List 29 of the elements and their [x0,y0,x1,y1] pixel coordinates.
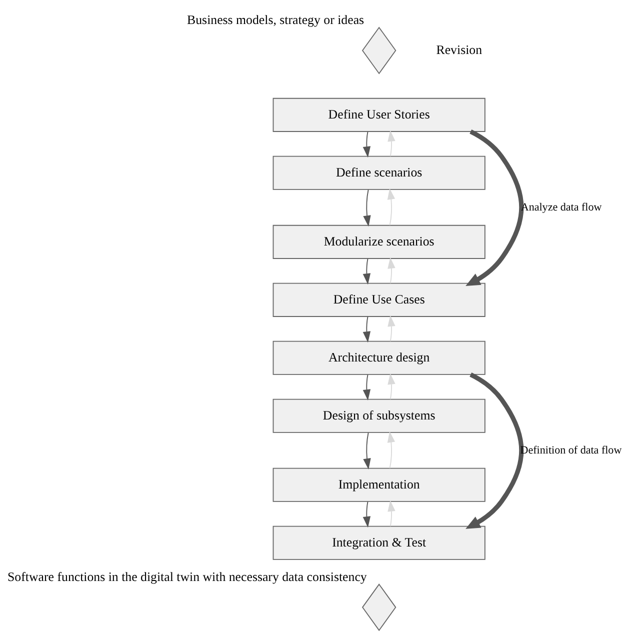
node-box: Define User Stories [272,97,486,132]
arrow [362,374,371,400]
node-diamond [362,26,396,74]
arrow [466,129,524,286]
arrow [388,314,396,342]
arrow [362,500,371,528]
node-box: Define Use Cases [272,282,486,316]
arrow [388,256,396,284]
arrow [387,430,396,468]
node-label: Business models, strategy or ideas [187,12,364,26]
node-box: Define scenarios [272,155,486,190]
arrow [388,372,396,400]
arrow [466,372,524,528]
arrow [362,130,371,158]
arrow [363,432,371,470]
node-box: Modularize scenarios [272,224,486,258]
node-box: Design of subsystems [272,398,486,432]
arrow [363,188,371,226]
arrow [387,188,396,226]
node-diamond [362,583,396,631]
node-box: Integration & Test [272,525,486,560]
node-box: Architecture design [272,340,486,374]
arrow [388,130,396,156]
arrow [362,316,371,342]
node-label: Software functions in the digital twin with necessary data consistency [8,569,367,584]
label: Revision [436,42,482,56]
node-box: Implementation [272,467,486,502]
arrow [388,500,396,526]
arrow [362,258,371,284]
